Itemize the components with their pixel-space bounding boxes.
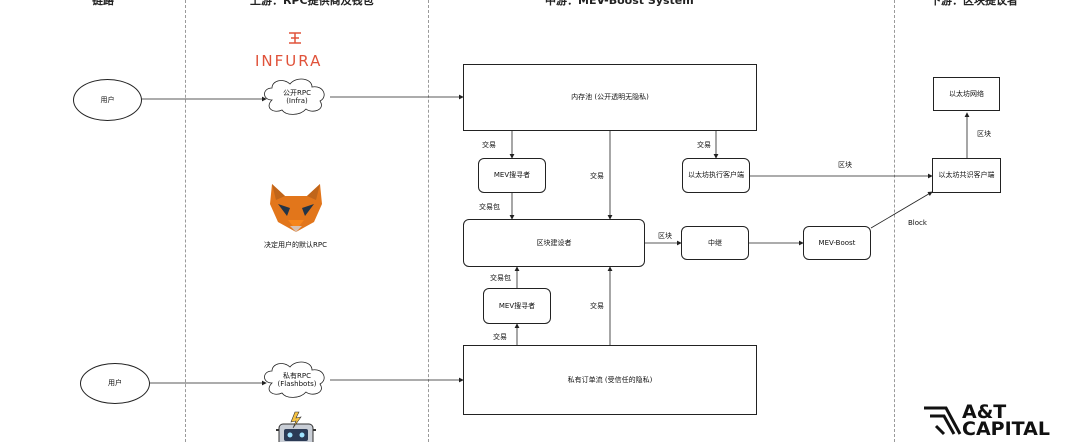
column-header-link: 链路: [92, 0, 114, 7]
infura-logo-icon: [289, 32, 301, 44]
column-header-upstream: 上游：RPC提供商及钱包: [250, 0, 374, 7]
user-node-bottom: 用户: [80, 363, 150, 404]
mevboost-box: MEV-Boost: [803, 226, 871, 260]
searcher-bottom-label: MEV搜寻者: [498, 301, 536, 310]
at-capital-logo-icon: [924, 406, 962, 436]
cloud-rpc-public: [264, 78, 325, 115]
searcher-top-label: MEV搜寻者: [493, 171, 531, 180]
metamask-fox-icon: [270, 184, 322, 232]
edge-label-block-3: 区块: [976, 129, 992, 139]
metamask-caption: 决定用户的默认RPC: [264, 241, 327, 249]
at-capital-logo-text: A&T CAPITAL: [962, 401, 1050, 440]
builder-box: 区块建设者: [463, 219, 645, 267]
rpc-public-label: 公开RPC (Infra): [283, 89, 311, 106]
relay-box: 中继: [681, 226, 749, 260]
edge-mevboost-to-consensus: [870, 191, 933, 229]
private-flow-box: 私有订单流 (受信任的隐私): [463, 345, 757, 415]
edge-label-tx-2: 交易: [589, 171, 605, 181]
builder-label: 区块建设者: [536, 238, 572, 247]
flashbots-robot-icon: [276, 411, 316, 442]
at-capital-line-2: CAPITAL: [962, 418, 1050, 440]
edge-label-block-2: 区块: [657, 231, 673, 241]
at-capital-line-1: A&T: [962, 401, 1007, 423]
edge-label-block-1: 区块: [837, 160, 853, 170]
mempool-label: 内存池 (公开透明无隐私): [571, 93, 649, 102]
exec-client-label: 以太坊执行客户端: [688, 171, 744, 180]
rpc-private-label: 私有RPC (Flashbots): [277, 372, 317, 389]
searcher-box-bottom: MEV搜寻者: [483, 288, 551, 324]
edge-label-tx-4: 交易: [492, 332, 508, 342]
column-divider-1: [185, 0, 186, 442]
column-header-downstream: 下游：区块提议者: [930, 0, 1018, 7]
searcher-box-top: MEV搜寻者: [478, 158, 546, 193]
infura-wordmark: INFURA: [255, 52, 323, 70]
consensus-client-label: 以太坊共识客户端: [938, 171, 995, 180]
eth-network-box: 以太坊网络: [933, 77, 1000, 111]
relay-label: 中继: [708, 238, 722, 247]
user-node-bottom-label: 用户: [108, 379, 122, 388]
mevboost-label: MEV-Boost: [818, 238, 856, 247]
private-flow-label: 私有订单流 (受信任的隐私): [567, 375, 653, 384]
edge-label-bundle-2: 交易包: [489, 273, 512, 283]
edge-label-bundle-1: 交易包: [478, 202, 501, 212]
edge-label-tx-1: 交易: [481, 140, 497, 150]
user-node-top: 用户: [73, 79, 142, 121]
mempool-box: 内存池 (公开透明无隐私): [463, 64, 757, 131]
edge-label-block-en: Block: [907, 219, 928, 227]
exec-client-box: 以太坊执行客户端: [682, 158, 750, 193]
column-divider-2: [428, 0, 429, 442]
consensus-client-box: 以太坊共识客户端: [932, 158, 1001, 193]
edge-label-tx-3: 交易: [696, 140, 712, 150]
cloud-rpc-private: [264, 361, 325, 398]
user-node-top-label: 用户: [100, 95, 115, 104]
eth-network-label: 以太坊网络: [949, 89, 984, 98]
column-divider-3: [894, 0, 895, 442]
edge-label-tx-5: 交易: [589, 301, 605, 311]
column-header-midstream: 中游：MEV-Boost System: [545, 0, 694, 7]
